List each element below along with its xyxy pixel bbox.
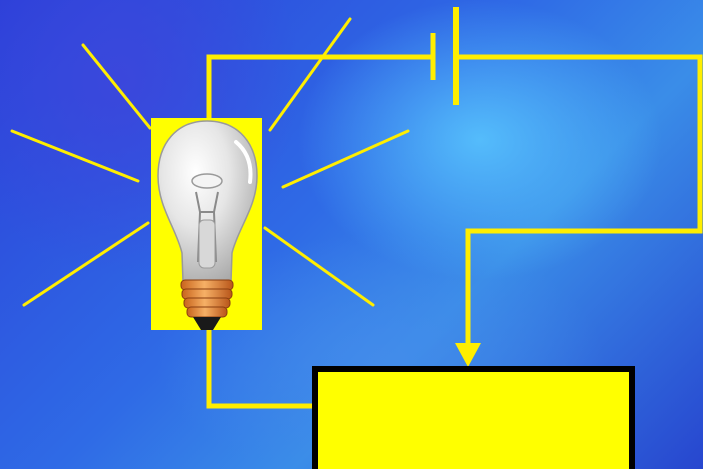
light-ray — [10, 129, 140, 183]
light-ray — [268, 17, 352, 132]
light-ray — [263, 226, 375, 307]
light-rays — [10, 17, 410, 307]
bulb-stem — [198, 219, 216, 269]
bulb-contact — [193, 317, 221, 330]
wire-bulb-to-battery — [206, 54, 431, 120]
bulb-base — [180, 279, 234, 318]
light-ray — [22, 221, 150, 307]
bulb-highlight — [234, 140, 253, 184]
resistor-box — [312, 366, 635, 469]
light-bulb — [151, 118, 262, 330]
light-ray — [281, 129, 410, 189]
light-ray — [81, 43, 152, 130]
wire-battery-to-box — [456, 54, 703, 345]
circuit-wires — [206, 54, 703, 409]
wire-bulb-to-box — [206, 330, 315, 409]
bulb-filament-top — [191, 173, 223, 189]
current-arrow-icon — [455, 343, 481, 367]
battery-symbol — [430, 7, 459, 105]
